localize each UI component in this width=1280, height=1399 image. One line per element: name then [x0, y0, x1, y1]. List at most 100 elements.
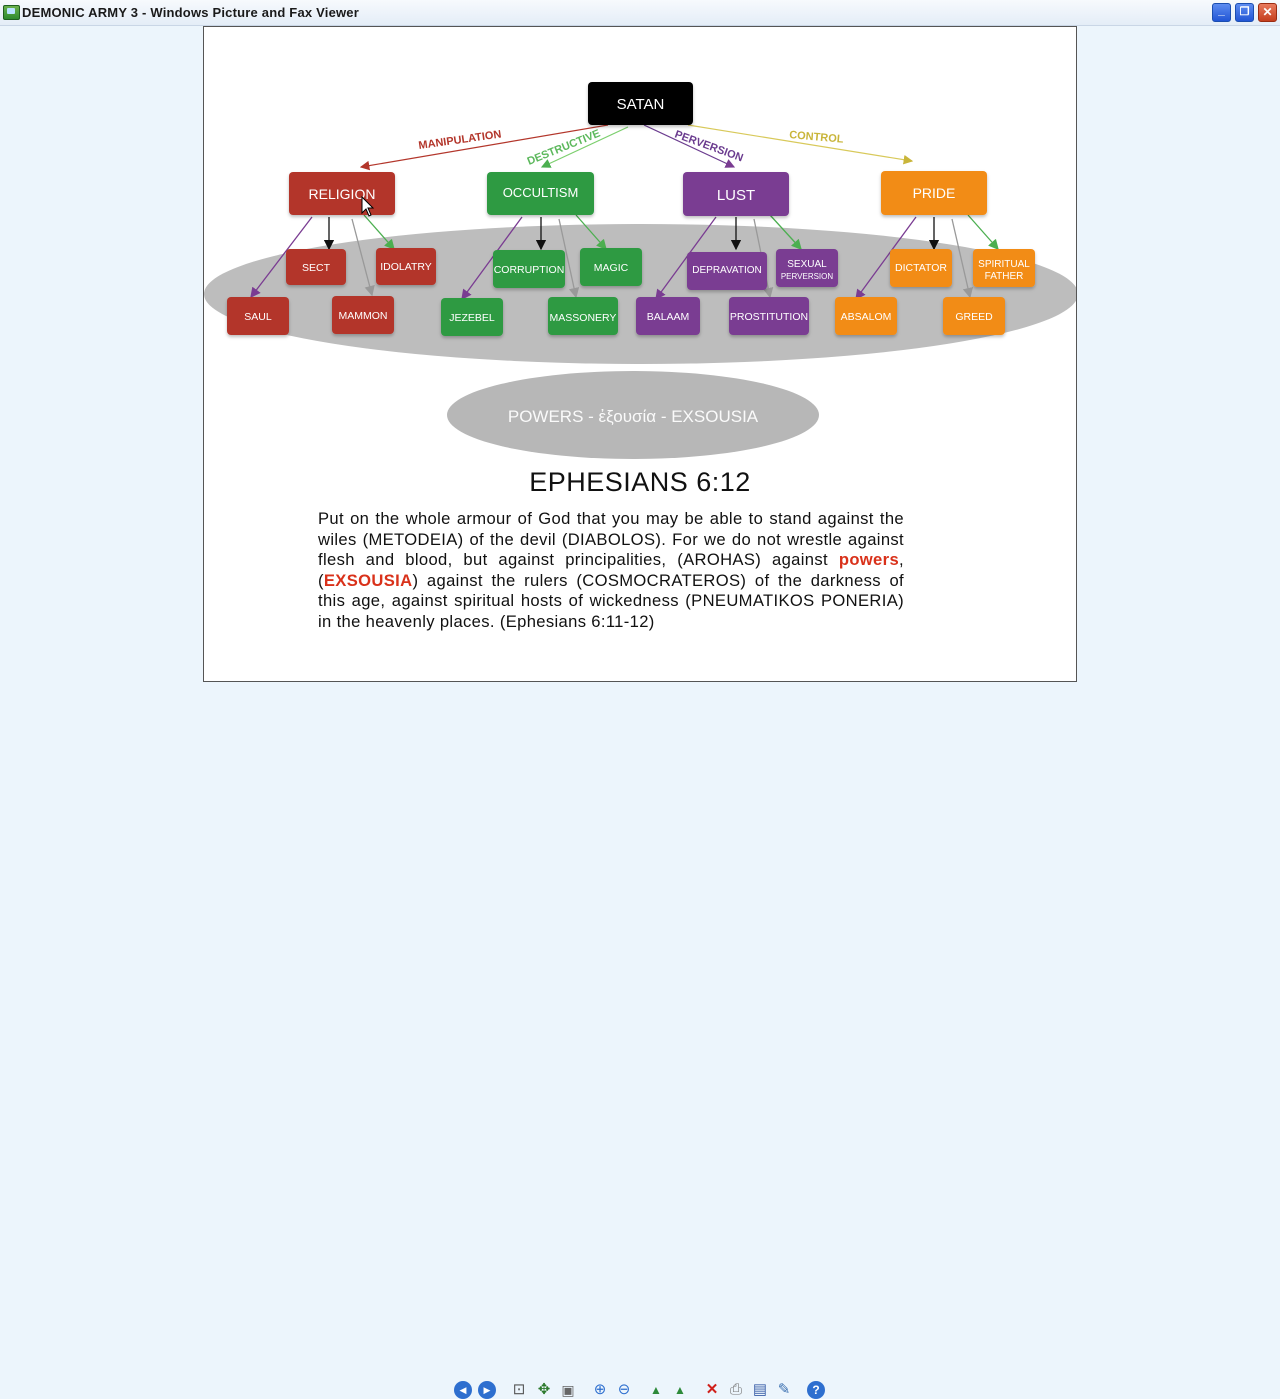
save-button[interactable]: ▤: [751, 1381, 769, 1399]
idolatry-label: IDOLATRY: [380, 261, 432, 273]
verse-highlight-powers: powers: [838, 550, 900, 570]
massonery-label: MASSONERY: [550, 312, 617, 324]
massonery-node: [548, 297, 618, 335]
delete-icon: ✕: [705, 1381, 719, 1398]
sexual-perversion-node: [776, 249, 838, 287]
zoom-in-icon: ⊕: [593, 1381, 607, 1398]
lust-label: LUST: [717, 187, 755, 204]
greed-label: GREED: [955, 311, 993, 323]
absalom-node: [835, 297, 897, 335]
slideshow-icon: ▣: [561, 1382, 575, 1398]
next-icon: ▶: [478, 1381, 496, 1399]
title-bar[interactable]: DEMONIC ARMY 3 - Windows Picture and Fax…: [0, 0, 1280, 26]
close-button[interactable]: ✕: [1258, 3, 1277, 22]
print-button[interactable]: ⎙: [727, 1381, 745, 1399]
print-icon: ⎙: [729, 1381, 742, 1398]
lust-node: [683, 172, 789, 216]
perversion-sub-label: PERVERSION: [781, 272, 834, 281]
verse-part-2: , (: [318, 550, 904, 590]
dictator-node: [890, 249, 952, 287]
sect-label: SECT: [302, 262, 331, 274]
edit-button[interactable]: ✎: [775, 1381, 793, 1399]
best-fit-button[interactable]: ⊡: [510, 1381, 528, 1399]
edge-label-perversion: PERVERSION: [673, 129, 745, 165]
help-button[interactable]: ?: [807, 1381, 825, 1399]
minimize-icon: _: [1218, 3, 1225, 17]
slideshow-button[interactable]: ▣: [559, 1381, 577, 1399]
image-display[interactable]: MANIPULATION DESTRUCTIVE PERVERSION CONT…: [203, 26, 1077, 682]
zoom-out-icon: ⊖: [617, 1381, 631, 1398]
previous-image-button[interactable]: ◀: [454, 1381, 472, 1399]
principalities-ellipse: [204, 224, 1076, 364]
rotate-clockwise-button[interactable]: ▲: [647, 1381, 665, 1399]
edge-perversion: [643, 124, 736, 168]
save-icon: ▤: [752, 1381, 768, 1398]
restore-button[interactable]: ❐: [1235, 3, 1254, 22]
spiritual-label: SPIRITUAL: [978, 259, 1030, 270]
mammon-node: [332, 296, 394, 334]
jezebel-node: [441, 298, 503, 336]
spiritual-father-node: [973, 249, 1035, 287]
delete-button[interactable]: ✕: [703, 1381, 721, 1399]
prev-icon: ◀: [454, 1381, 472, 1399]
saul-label: SAUL: [244, 311, 272, 323]
powers-ellipse: [447, 371, 819, 459]
demonic-army-diagram: MANIPULATION DESTRUCTIVE PERVERSION CONT…: [204, 82, 1076, 459]
powers-label: POWERS - ἐξουσία - EXSOUSIA: [508, 407, 759, 426]
satan-label: SATAN: [617, 96, 665, 113]
help-icon: ?: [807, 1381, 825, 1399]
greed-node: [943, 297, 1005, 335]
jezebel-label: JEZEBEL: [449, 312, 495, 324]
edge-label-destructive: DESTRUCTIVE: [526, 128, 602, 168]
occultism-node: [487, 172, 594, 215]
depravation-label: DEPRAVATION: [692, 265, 761, 276]
pride-label: PRIDE: [913, 185, 956, 201]
actual-size-icon: ✥: [537, 1381, 551, 1398]
next-image-button[interactable]: ▶: [478, 1381, 496, 1399]
close-icon: ✕: [1262, 5, 1273, 19]
rotate-clockwise-icon: ▲: [650, 1383, 662, 1397]
pride-node: [881, 171, 987, 215]
mouse-cursor-icon: [361, 195, 375, 217]
viewer-toolbar: ◀ ▶ ⊡ ✥ ▣ ⊕ ⊖ ▲ ▲ ✕ ⎙ ▤ ✎ ?: [0, 688, 1280, 1399]
occultism-label: OCCULTISM: [503, 185, 579, 200]
sexual-label: SEXUAL: [787, 259, 827, 270]
edge-label-manipulation: MANIPULATION: [418, 128, 502, 152]
picture-viewer-icon: [3, 5, 20, 20]
religion-label: RELIGION: [309, 186, 376, 202]
edit-icon: ✎: [777, 1381, 791, 1398]
dictator-label: DICTATOR: [895, 262, 947, 274]
corruption-label: CORRUPTION: [494, 264, 565, 276]
prostitution-label: PROSTITUTION: [730, 311, 808, 323]
satan-node: [588, 82, 693, 125]
edge-label-control: CONTROL: [789, 129, 845, 146]
verse-text: Put on the whole armour of God that you …: [318, 509, 904, 633]
verse-part-3: ) against the rulers (COSMOCRATEROS) of …: [318, 570, 904, 631]
mammon-label: MAMMON: [339, 310, 388, 322]
balaam-node: [636, 297, 700, 335]
verse-highlight-exsousia: EXSOUSIA: [323, 570, 413, 590]
magic-node: [580, 248, 642, 286]
edge-manipulation: [359, 124, 609, 171]
corruption-node: [493, 250, 565, 288]
idolatry-node: [376, 248, 436, 285]
saul-node: [227, 297, 289, 335]
prostitution-node: [729, 297, 809, 335]
best-fit-icon: ⊡: [512, 1381, 526, 1398]
zoom-out-button[interactable]: ⊖: [615, 1381, 633, 1399]
restore-icon: ❐: [1239, 6, 1250, 18]
edge-control: [687, 124, 914, 165]
rotate-counterclockwise-button[interactable]: ▲: [671, 1381, 689, 1399]
absalom-label: ABSALOM: [841, 311, 892, 323]
rotate-counterclockwise-icon: ▲: [674, 1383, 686, 1397]
balaam-label: BALAAM: [647, 311, 690, 323]
magic-label: MAGIC: [594, 262, 629, 274]
verse-part-1: Put on the whole armour of God that you …: [318, 509, 904, 570]
sect-node: [286, 249, 346, 285]
zoom-in-button[interactable]: ⊕: [591, 1381, 609, 1399]
actual-size-button[interactable]: ✥: [535, 1381, 553, 1399]
minimize-button[interactable]: _: [1212, 3, 1231, 22]
edge-destructive: [540, 126, 629, 168]
window-title: DEMONIC ARMY 3 - Windows Picture and Fax…: [22, 5, 359, 20]
father-label: FATHER: [985, 271, 1024, 282]
